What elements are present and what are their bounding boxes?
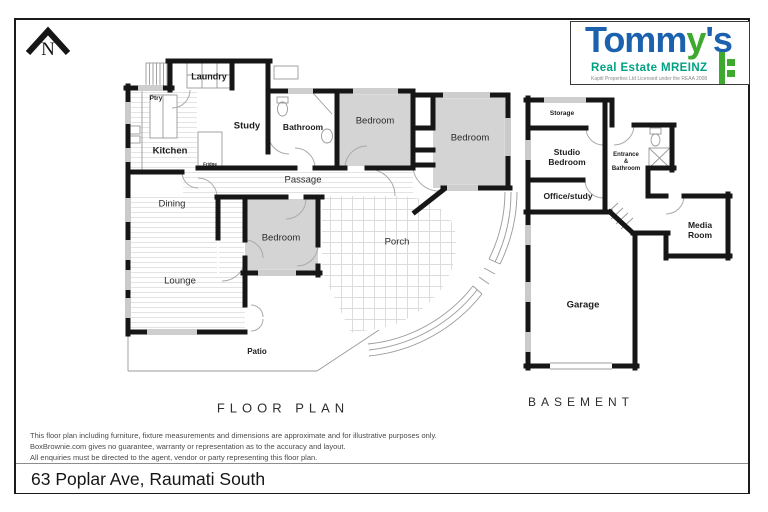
room-label-pantry: Ptry (149, 95, 163, 103)
floor-plan-title: FLOOR PLAN (216, 400, 350, 416)
disclaimer-text: This floor plan including furniture, fix… (30, 431, 437, 464)
logo-text-green: y (686, 19, 706, 60)
address-text: 63 Poplar Ave, Raumati South (31, 469, 266, 489)
address-bar: 63 Poplar Ave, Raumati South (16, 463, 748, 493)
room-label-media-room: Media Room (687, 219, 713, 240)
room-label-lounge: Lounge (164, 275, 196, 287)
toilet-icon (276, 96, 289, 117)
disclaimer-line-1: This floor plan including furniture, fix… (30, 431, 437, 440)
room-label-fridge: Fridge (203, 161, 217, 167)
basement-shower-icon (648, 147, 671, 169)
room-label-kitchen: Kitchen (152, 145, 188, 157)
room-label-laundry: Laundry (191, 71, 227, 82)
bedroom-fill (339, 91, 413, 166)
bedroom-fill (433, 95, 508, 188)
logo-text-blue: Tomm (585, 19, 687, 60)
logo-licence-text: Kapiti Properties Ltd Licensed under the… (591, 76, 708, 82)
bedroom-fill (245, 199, 318, 273)
room-label-study: Study (233, 120, 261, 132)
patio-outline (127, 329, 380, 372)
logo-box: Tommy's Real Estate MREINZ Kapiti Proper… (570, 18, 750, 85)
disclaimer-line-2: BoxBrownie.com gives no guarantee, warra… (30, 441, 346, 451)
room-label-office-study: Office/study (543, 190, 593, 201)
windows (124, 84, 612, 370)
room-label-bedroom-3: Bedroom (261, 232, 301, 244)
room-label-storage: Storage (549, 110, 575, 118)
north-arrow-icon (25, 26, 71, 56)
porch-deck-grid (322, 196, 457, 333)
room-label-porch: Porch (384, 236, 410, 248)
basement-stair-treads (605, 202, 634, 230)
room-label-patio: Patio (247, 347, 267, 357)
shower-corner (312, 92, 333, 115)
logo-tagline: Real Estate MREINZ (591, 62, 708, 74)
room-label-garage: Garage (566, 299, 600, 311)
key-icon (719, 52, 735, 84)
room-label-studio-bedroom: Studio Bedroom (548, 146, 586, 167)
room-label-bedroom-1: Bedroom (355, 115, 395, 127)
room-label-dining: Dining (158, 198, 186, 210)
door-arcs (171, 89, 685, 332)
sink-icon (321, 128, 333, 144)
floor-fills (129, 89, 508, 333)
basement-toilet-icon (649, 127, 662, 147)
room-label-bathroom: Bathroom (282, 121, 324, 132)
room-label-bedroom-2: Bedroom (450, 132, 490, 144)
entry-step (273, 65, 299, 80)
disclaimer-line-3: All enquiries must be directed to the ag… (30, 452, 318, 462)
deck-edge-arcs (367, 191, 518, 357)
kitchen-counter (128, 90, 178, 170)
compass-north-label: N (41, 39, 55, 60)
fixtures-and-details (127, 61, 671, 372)
basement-title: BASEMENT (527, 395, 635, 409)
logo-wordmark: Tommy's (585, 18, 733, 61)
room-label-passage: Passage (284, 174, 322, 186)
room-label-entrance-bathroom: Entrance & Bathroom (611, 152, 641, 173)
